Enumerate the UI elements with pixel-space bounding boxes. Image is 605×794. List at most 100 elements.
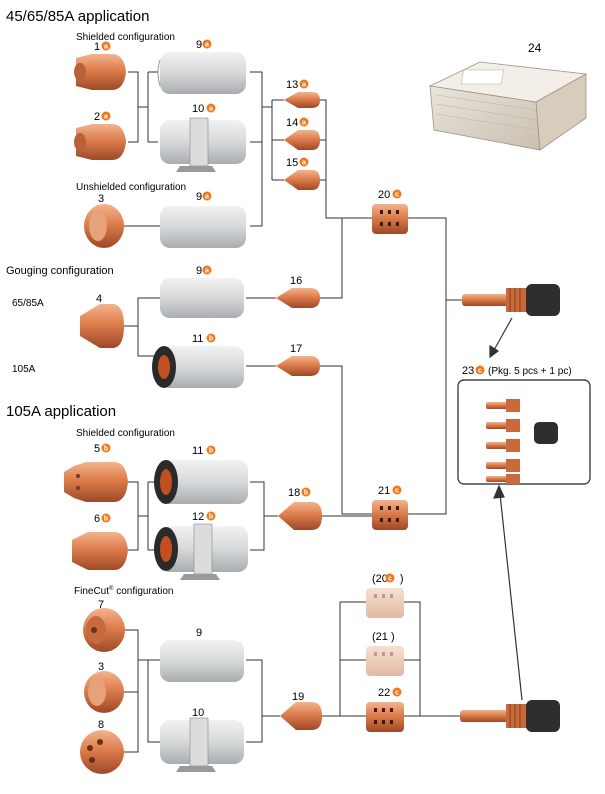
part-number-24: 24	[528, 41, 542, 55]
package-23-label: (Pkg. 5 pcs + 1 pc)	[488, 366, 572, 377]
part-number-9-gouging: 9	[196, 265, 202, 277]
nozzle-18	[278, 502, 322, 530]
badge-a: a	[101, 111, 111, 121]
part-number-9: 9	[196, 39, 202, 51]
swirl-ring-21	[372, 500, 408, 530]
part-number-15: 15	[286, 157, 298, 169]
retaining-cap-10-finecut	[160, 717, 244, 772]
config-finecut: FineCut® configuration	[74, 585, 173, 597]
config-unshielded: Unshielded configuration	[76, 182, 186, 193]
badge-b: b	[206, 445, 216, 455]
config-shielded-2: Shielded configuration	[76, 428, 175, 439]
retaining-cap-12	[154, 523, 248, 580]
deflector-3	[84, 204, 124, 248]
part-number-9-finecut: 9	[196, 627, 202, 639]
part-number-8: 8	[98, 719, 104, 731]
svg-text:b: b	[209, 336, 213, 343]
svg-text:a: a	[205, 268, 209, 275]
amp-65-85a: 65/85A	[12, 298, 44, 309]
shield-6	[72, 532, 128, 570]
svg-text:c: c	[395, 690, 399, 697]
badge-b: b	[301, 487, 311, 497]
shield-8	[80, 730, 124, 774]
svg-text:b: b	[304, 490, 308, 497]
electrode-bottom	[460, 700, 560, 732]
nozzle-17	[276, 356, 320, 376]
title-45-65-85a: 45/65/85A application	[6, 8, 149, 25]
part-number-6: 6	[94, 513, 100, 525]
retaining-cap-9	[157, 52, 246, 94]
nozzle-16	[276, 288, 320, 308]
svg-text:a: a	[104, 114, 108, 121]
shield-7	[83, 608, 125, 652]
consumable-box-24	[428, 61, 588, 151]
part-number-16: 16	[290, 275, 302, 287]
svg-text:b: b	[209, 514, 213, 521]
swirl-ring-20	[372, 204, 408, 234]
svg-text:c: c	[395, 192, 399, 199]
swirl-ring-22	[366, 702, 404, 732]
retaining-cap-11	[154, 460, 248, 504]
svg-text:c: c	[388, 576, 392, 583]
badge-c: c	[392, 485, 402, 495]
shield-4-gouging	[80, 304, 124, 348]
badge-c: c	[385, 573, 395, 583]
part-number-10-finecut: 10	[192, 707, 204, 719]
nozzle-14	[284, 130, 320, 150]
part-number-19: 19	[292, 691, 304, 703]
title-105a: 105A application	[6, 403, 116, 420]
badge-c: c	[392, 189, 402, 199]
part-number-3-finecut: 3	[98, 661, 104, 673]
amp-105a: 105A	[12, 364, 36, 375]
nozzle-15	[284, 170, 320, 190]
part-number-20: 20	[378, 189, 390, 201]
svg-text:b: b	[104, 516, 108, 523]
retaining-cap-10	[160, 117, 246, 172]
part-number-3: 3	[98, 193, 104, 205]
part-number-7: 7	[98, 599, 104, 611]
package-23-electrodes	[486, 399, 558, 484]
svg-text:a: a	[302, 82, 306, 89]
connector-lines	[122, 71, 462, 753]
part-number-20-alt: (20)	[372, 573, 404, 585]
part-number-13: 13	[286, 79, 298, 91]
arrows	[489, 317, 523, 701]
svg-text:b: b	[104, 446, 108, 453]
part-number-10: 10	[192, 103, 204, 115]
deflector-3-finecut	[84, 671, 124, 713]
swirl-ring-21-faded	[366, 646, 404, 676]
badge-a: a	[202, 191, 212, 201]
badge-a: a	[299, 117, 309, 127]
retaining-cap-9-unshielded	[160, 206, 246, 248]
part-number-11-gouging: 11	[192, 333, 203, 345]
part-number-9-unshielded: 9	[196, 191, 202, 203]
badge-c: c	[475, 365, 485, 375]
config-shielded-1: Shielded configuration	[76, 32, 175, 43]
badge-a: a	[101, 41, 111, 51]
svg-text:a: a	[209, 106, 213, 113]
svg-text:c: c	[478, 368, 482, 375]
svg-text:a: a	[302, 160, 306, 167]
retaining-cap-9-finecut	[160, 640, 244, 682]
part-number-18: 18	[288, 487, 300, 499]
part-number-5: 5	[94, 443, 100, 455]
svg-text:a: a	[205, 194, 209, 201]
part-number-2: 2	[94, 111, 100, 123]
badge-b: b	[101, 513, 111, 523]
nozzle-13	[284, 92, 320, 108]
part-numbers: 1 2 3 4 5 6 7 3 8 9 10 9 9 11 11 12 9 10…	[94, 39, 542, 731]
shield-2	[74, 124, 126, 160]
title-gouging: Gouging configuration	[6, 265, 114, 277]
badge-a: a	[299, 79, 309, 89]
electrode-top	[462, 284, 560, 316]
part-number-14: 14	[286, 117, 298, 129]
shield-5	[64, 462, 128, 502]
shield-1	[74, 54, 126, 90]
part-number-21-alt: (21 )	[372, 631, 395, 643]
swirl-ring-20-faded	[366, 588, 404, 618]
svg-text:c: c	[395, 488, 399, 495]
svg-text:b: b	[209, 448, 213, 455]
badge-c: c	[392, 687, 402, 697]
part-number-22: 22	[378, 687, 390, 699]
